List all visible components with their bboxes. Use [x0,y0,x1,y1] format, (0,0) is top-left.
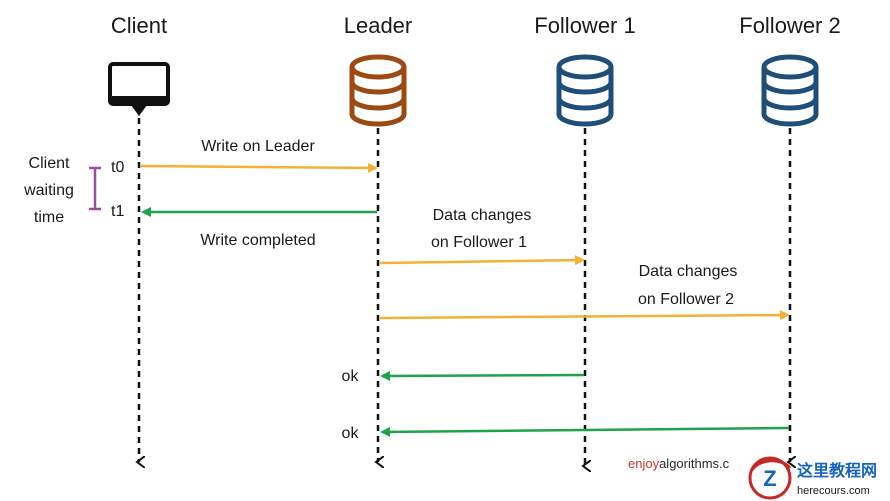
follower1-title: Follower 1 [534,13,635,38]
site-name-cn: 这里教程网 [797,461,877,480]
database-icon [761,54,819,127]
data-changes-f1-line1: Data changes [433,207,532,224]
monitor-icon [108,62,170,116]
data-changes-f1-arrow [379,255,585,266]
data-changes-f2-arrow [379,310,790,321]
waiting-label-line1: Client [29,155,70,172]
site-logo: Z [748,456,792,500]
data-changes-f2-line2: on Follower 2 [638,291,734,308]
t0-label: t0 [111,159,124,176]
waiting-label-line3: time [34,209,64,226]
ok-f2-arrow [380,426,790,437]
site-url: herecours.com [797,485,870,497]
write-on-leader-arrow [140,162,378,173]
svg-text:Z: Z [763,466,776,491]
database-icon [349,54,407,127]
ok-f1-label: ok [342,368,360,385]
leader-title: Leader [344,13,413,38]
enjoyalgorithms-watermark: enjoyalgorithms.c [628,456,730,471]
data-changes-f1-line2: on Follower 1 [431,234,527,251]
write-on-leader-label: Write on Leader [201,138,315,155]
client-title: Client [111,13,167,38]
waiting-label-line2: waiting [23,182,74,199]
ok-f1-arrow [380,370,585,381]
database-icon [556,54,614,127]
follower2-title: Follower 2 [739,13,840,38]
ok-f2-label: ok [342,425,360,442]
t1-label: t1 [111,203,124,220]
algorithms-text: algorithms.c [659,456,730,471]
waiting-time-bracket [89,166,101,211]
enjoy-text: enjoy [628,456,660,471]
write-completed-label: Write completed [200,232,315,249]
data-changes-f2-line1: Data changes [639,263,738,280]
